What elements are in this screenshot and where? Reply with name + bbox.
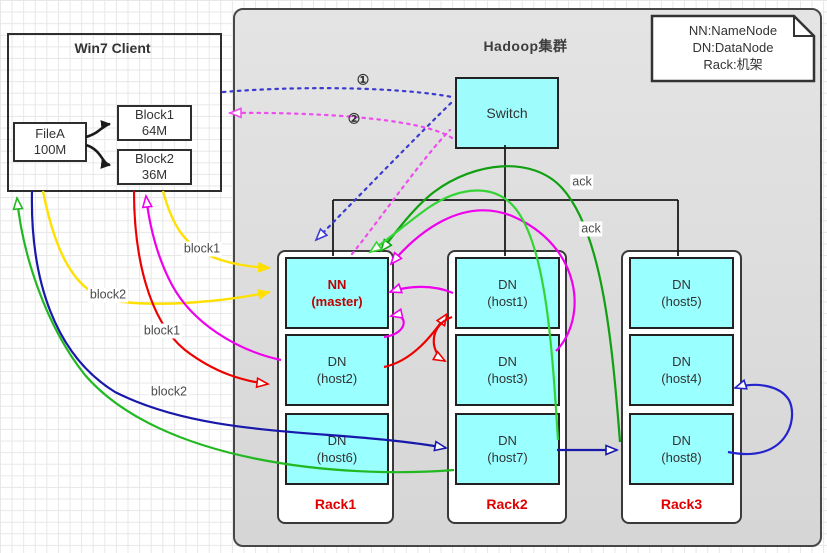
ack-label-1: ack xyxy=(570,174,594,190)
rack1-label: Rack1 xyxy=(314,496,357,512)
node-nn-line1: NN xyxy=(327,277,347,292)
node-host4-line1: DN xyxy=(672,354,691,369)
legend-line-rack: Rack:机架 xyxy=(703,57,763,72)
legend-note: NN:NameNode DN:DataNode Rack:机架 xyxy=(650,14,816,83)
block1-size: 64M xyxy=(141,123,168,138)
node-dn-host8: DN (host8) xyxy=(629,413,734,485)
node-nn-master: NN (master) xyxy=(285,257,389,329)
node-host5-line1: DN xyxy=(672,277,691,292)
node-host4-line2: (host4) xyxy=(661,371,702,386)
node-dn-host5: DN (host5) xyxy=(629,257,734,329)
block2-write-label: block2 xyxy=(148,384,190,400)
hadoop-cluster-title: Hadoop集群 xyxy=(483,38,568,54)
block1-write-label: block1 xyxy=(141,323,183,339)
legend-line-nn: NN:NameNode xyxy=(688,23,778,38)
node-dn-host7: DN (host7) xyxy=(455,413,560,485)
node-dn-host3: DN (host3) xyxy=(455,334,560,406)
ack-label-2: ack xyxy=(579,221,603,237)
node-dn-host1: DN (host1) xyxy=(455,257,560,329)
switch-box: Switch xyxy=(455,77,559,149)
node-host3-line1: DN xyxy=(498,354,517,369)
switch-label: Switch xyxy=(486,105,528,121)
filea-box: FileA 100M xyxy=(13,122,87,162)
node-dn-host2: DN (host2) xyxy=(285,334,389,406)
rack2-label: Rack2 xyxy=(486,496,528,512)
legend-note-shape xyxy=(650,14,816,83)
win7-client-title: Win7 Client xyxy=(74,40,151,56)
node-host6-line1: DN xyxy=(327,433,347,448)
node-host1-line1: DN xyxy=(498,277,517,292)
step2-label: ② xyxy=(347,110,361,127)
block2-name: Block2 xyxy=(134,151,175,166)
node-host3-line2: (host3) xyxy=(487,371,528,386)
node-host6-line2: (host6) xyxy=(316,450,358,465)
node-host5-line2: (host5) xyxy=(661,294,702,309)
block1-request-label: block1 xyxy=(181,241,223,257)
rack3-label: Rack3 xyxy=(660,496,703,512)
node-host7-line1: DN xyxy=(498,433,517,448)
rack3-container: DN (host5) DN (host4) DN (host8) Rack3 xyxy=(621,250,742,524)
filea-name: FileA xyxy=(35,126,65,141)
filea-size: 100M xyxy=(33,142,67,157)
node-host7-line2: (host7) xyxy=(487,450,528,465)
node-host8-line2: (host8) xyxy=(661,450,702,465)
block1-name: Block1 xyxy=(134,107,175,122)
block2-request-label: block2 xyxy=(87,287,129,303)
node-dn-host4: DN (host4) xyxy=(629,334,734,406)
node-host1-line2: (host1) xyxy=(487,294,528,309)
legend-line-dn: DN:DataNode xyxy=(692,40,774,55)
block1-box: Block1 64M xyxy=(117,105,192,141)
node-host2-line1: DN xyxy=(327,354,347,369)
rack2-container: DN (host1) DN (host3) DN (host7) Rack2 xyxy=(447,250,567,524)
node-host8-line1: DN xyxy=(672,433,691,448)
block2-box: Block2 36M xyxy=(117,149,192,185)
node-dn-host6: DN (host6) xyxy=(285,413,389,485)
step1-label: ① xyxy=(356,71,370,88)
rack1-container: NN (master) DN (host2) DN (host6) Rack1 xyxy=(277,250,394,524)
node-host2-line2: (host2) xyxy=(316,371,358,386)
node-nn-line2: (master) xyxy=(311,294,363,309)
block2-size: 36M xyxy=(141,167,168,182)
